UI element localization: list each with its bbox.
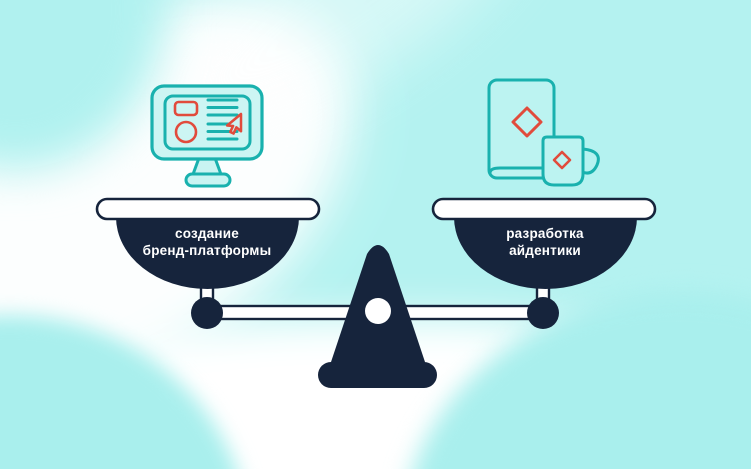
right-pan-bar	[431, 197, 657, 221]
notebook-pages-line	[488, 166, 556, 175]
right-pan-label-line1: разработка	[506, 226, 584, 241]
fulcrum-hole	[365, 298, 391, 324]
mug-body	[541, 135, 585, 187]
monitor-ui-with-cursor-icon	[150, 84, 264, 188]
cursor-icon	[225, 112, 243, 135]
right-pan-label: разработка айдентики	[453, 225, 637, 259]
screen-circle-shape	[174, 120, 198, 144]
notebook-diamond-shape	[511, 106, 543, 138]
fulcrum-base	[318, 362, 437, 388]
left-beam-joint	[191, 297, 223, 329]
left-pan-label: создание бренд-платформы	[115, 225, 299, 259]
right-pan-label-line2: айдентики	[509, 243, 581, 258]
monitor-stand-base	[184, 172, 232, 188]
left-pan-label-line2: бренд-платформы	[142, 243, 272, 258]
mug-handle	[580, 147, 600, 175]
left-pan-bowl	[116, 217, 299, 289]
left-pan-label-line1: создание	[175, 226, 239, 241]
screen-rectangle-shape	[173, 100, 199, 117]
notebook-and-mug-icon	[487, 78, 600, 187]
left-pan-bar	[95, 197, 321, 221]
mug-diamond-shape	[552, 150, 572, 170]
monitor-screen	[163, 94, 252, 151]
right-beam-joint	[527, 297, 559, 329]
right-pan-bowl	[454, 217, 637, 289]
